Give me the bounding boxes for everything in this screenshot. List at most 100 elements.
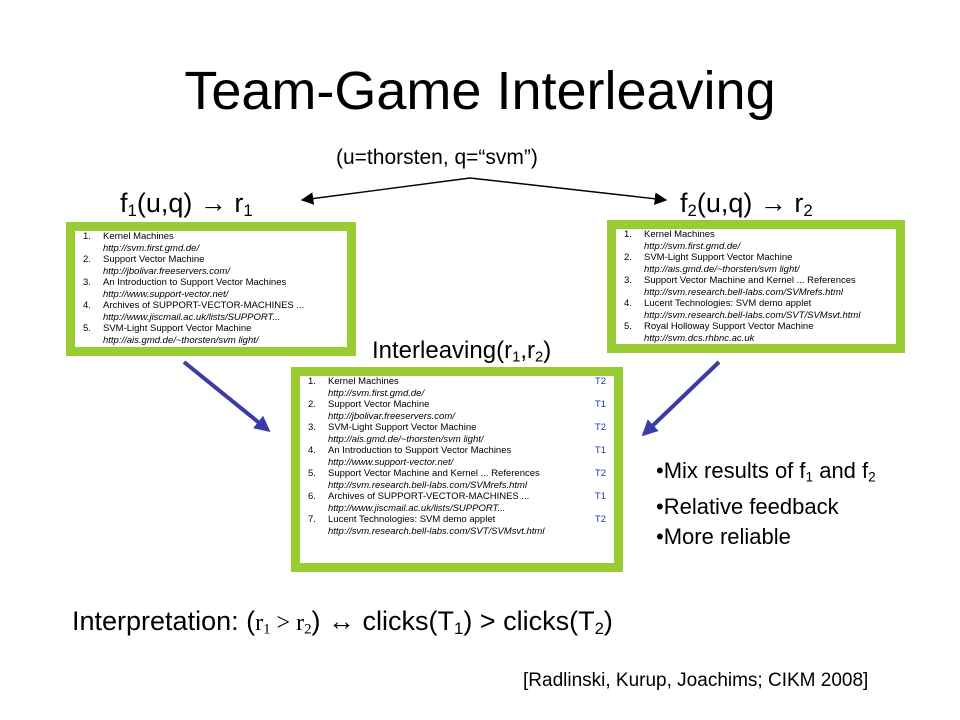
result-title[interactable]: SVM-Light Support Vector Machine (328, 422, 477, 433)
result-url[interactable]: http://ais.gmd.de/~thorsten/svm light/ (103, 334, 259, 346)
interleaving-comma: ,r (520, 337, 536, 364)
interpretation-line: Interpretation: (r1 > r2) ↔ clicks(T1) >… (72, 606, 613, 639)
result-item: 4. An Introduction to Support Vector Mach… (300, 445, 614, 468)
result-url[interactable]: http://svm.research.bell-labs.com/SVMref… (644, 286, 844, 298)
result-number: 2. (624, 252, 632, 263)
result-url[interactable]: http://jbolivar.freeservers.com/ (103, 265, 230, 277)
result-url[interactable]: http://www.jiscmail.ac.uk/lists/SUPPORT.… (328, 502, 506, 514)
result-title[interactable]: SVM-Light Support Vector Machine (644, 252, 793, 263)
f1-prefix: f (120, 188, 128, 218)
result-number: 6. (308, 491, 316, 502)
ranking1-to-interleaved-arrow (182, 360, 271, 433)
bullet-mix-text: Mix results of f (663, 458, 806, 483)
bullet-mix-sub2: 2 (868, 469, 876, 485)
interp-r2-letter: r (296, 610, 305, 636)
interp-r2-sub: 2 (304, 621, 312, 638)
result-number: 1. (83, 231, 91, 242)
result-title[interactable]: Kernel Machines (328, 376, 399, 387)
interp-r1-letter: r (255, 610, 264, 636)
result-title[interactable]: Archives of SUPPORT-VECTOR-MACHINES ... (328, 491, 530, 502)
interp-close: ) (603, 606, 613, 636)
result-url[interactable]: http://svm.dcs.rhbnc.ac.uk (644, 332, 755, 344)
result-title[interactable]: Archives of SUPPORT-VECTOR-MACHINES ... (103, 300, 305, 311)
result-title[interactable]: Support Vector Machine (328, 399, 430, 410)
result-url[interactable]: http://svm.research.bell-labs.com/SVT/SV… (644, 309, 861, 321)
interleaving-sub2: 2 (535, 349, 544, 366)
result-number: 5. (624, 321, 632, 332)
r1-sub: 1 (243, 201, 253, 221)
result-title[interactable]: Lucent Technologies: SVM demo applet (644, 298, 812, 309)
citation: [Radlinski, Kurup, Joachims; CIKM 2008] (523, 670, 869, 691)
slide-title: Team-Game Interleaving (184, 61, 776, 121)
result-title[interactable]: An Introduction to Support Vector Machin… (328, 445, 512, 456)
result-number: 3. (624, 275, 632, 286)
ranking2-to-interleaved-arrow (641, 360, 721, 437)
result-url[interactable]: http://ais.gmd.de/~thorsten/svm light/ (644, 263, 800, 275)
result-item: 6. Archives of SUPPORT-VECTOR-MACHINES ..… (300, 491, 614, 514)
result-item: 3. An Introduction to Support Vector Mach… (75, 277, 347, 300)
result-title[interactable]: Kernel Machines (103, 231, 174, 242)
result-url[interactable]: http://www.jiscmail.ac.uk/lists/SUPPORT.… (103, 311, 281, 323)
team-label: T2 (594, 422, 606, 433)
result-number: 5. (83, 323, 91, 334)
team-label: T2 (594, 376, 606, 387)
result-url[interactable]: http://www.support-vector.net/ (103, 288, 229, 300)
r2-sub: 2 (803, 201, 813, 221)
bullet-more-reliable: More reliable (656, 522, 876, 552)
interp-mid: ) ↔ clicks(T (311, 606, 454, 636)
bullet-mix-sub1: 1 (805, 469, 814, 485)
result-url[interactable]: http://ais.gmd.de/~thorsten/svm light/ (328, 433, 484, 445)
interleaving-close: ) (543, 337, 552, 364)
result-title[interactable]: Support Vector Machine (103, 254, 205, 265)
query-to-f1-arrow (300, 177, 471, 205)
result-url[interactable]: http://jbolivar.freeservers.com/ (328, 410, 455, 422)
result-title[interactable]: Royal Holloway Support Vector Machine (644, 321, 814, 332)
interleaving-label: Interleaving(r1,r2) (372, 337, 551, 366)
team-label: T1 (594, 445, 606, 456)
interp-t2-sub: 2 (594, 619, 604, 639)
result-url[interactable]: http://svm.research.bell-labs.com/SVT/SV… (328, 525, 545, 537)
result-item: 1. Kernel Machines T2 http://svm.first.gmd.… (300, 376, 614, 399)
result-title[interactable]: Lucent Technologies: SVM demo applet (328, 514, 496, 525)
team-label: T2 (594, 468, 606, 479)
result-number: 1. (308, 376, 316, 387)
result-url[interactable]: http://svm.first.gmd.de/ (103, 242, 200, 254)
query-to-f2-arrow (469, 177, 668, 205)
result-number: 7. (308, 514, 316, 525)
f2-middle: (u,q) → r (696, 188, 804, 218)
result-url[interactable]: http://svm.first.gmd.de/ (328, 387, 425, 399)
result-title[interactable]: An Introduction to Support Vector Machin… (103, 277, 287, 288)
result-url[interactable]: http://svm.research.bell-labs.com/SVMref… (328, 479, 528, 491)
result-number: 3. (83, 277, 91, 288)
result-title[interactable]: Support Vector Machine and Kernel ... Re… (328, 468, 540, 479)
f2-sub: 2 (687, 201, 697, 221)
f1-label: f1(u,q) → r1 (120, 188, 253, 221)
result-title[interactable]: Kernel Machines (644, 229, 715, 240)
bullet-list: Mix results of f1 and f2 Relative feedba… (656, 456, 876, 552)
result-number: 2. (83, 254, 91, 265)
bullet-relative-feedback: Relative feedback (656, 492, 876, 522)
result-number: 4. (624, 298, 632, 309)
result-title[interactable]: SVM-Light Support Vector Machine (103, 323, 252, 334)
result-title[interactable]: Support Vector Machine and Kernel ... Re… (644, 275, 856, 286)
result-url[interactable]: http://www.support-vector.net/ (328, 456, 454, 468)
result-url[interactable]: http://svm.first.gmd.de/ (644, 240, 741, 252)
result-item: 4.Archives of SUPPORT-VECTOR-MACHINES ..… (75, 300, 347, 323)
interleaving-sub1: 1 (512, 349, 521, 366)
interp-r1: r1 > r2 (255, 610, 312, 638)
result-item: 5.Support Vector Machine and Kernel ... … (300, 468, 614, 491)
f2-label: f2(u,q) → r2 (680, 188, 813, 221)
result-number: 1. (624, 229, 632, 240)
result-number: 4. (308, 445, 316, 456)
